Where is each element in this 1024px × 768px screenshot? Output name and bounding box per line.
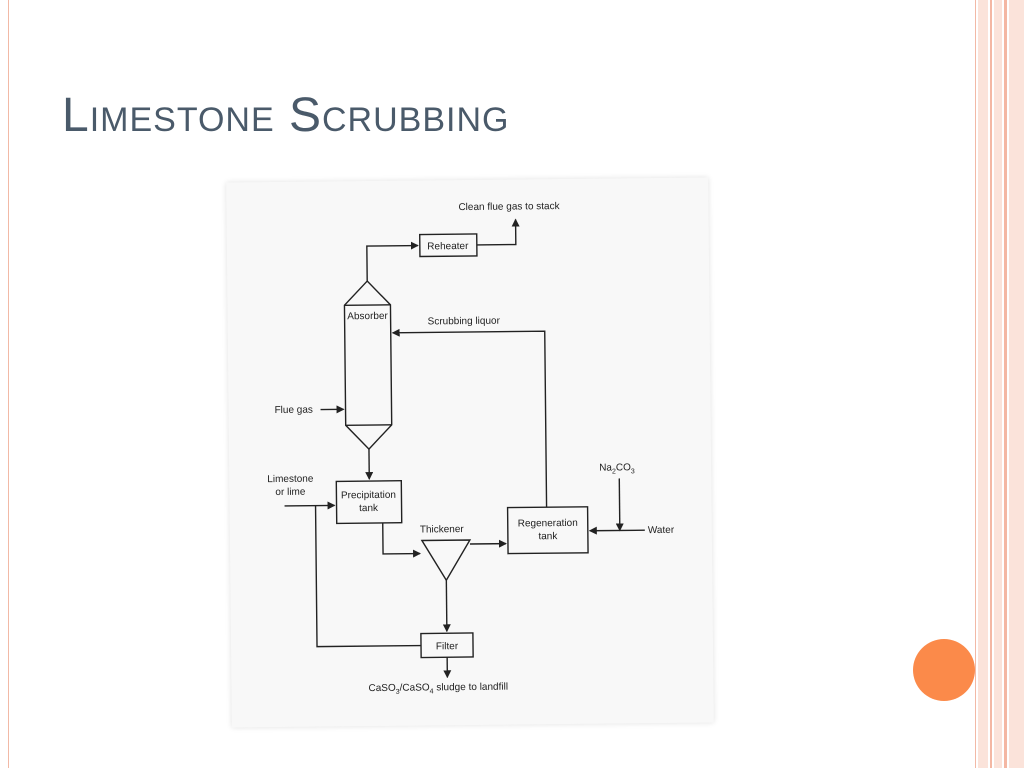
flow-absorber-to-reheater [366,241,419,282]
label-clean-flue-gas: Clean flue gas to stack [458,201,560,213]
orange-decor-circle [913,639,975,701]
label-thickener: Thickener [420,524,465,535]
label-regeneration: Regeneration [518,518,578,530]
decor-stripe [990,0,992,768]
flow-na2co3-in [615,478,624,532]
precipitation-tank-box [335,480,403,525]
reheater-box [419,233,478,258]
process-flow-diagram: Clean flue gas to stack Reheater Absorbe… [267,201,675,696]
flow-water-in [588,526,645,535]
label-precipitation-tank: tank [359,503,379,514]
flow-precip-to-thickener [382,522,422,558]
label-regeneration-tank: tank [538,531,558,542]
decor-stripe [1009,0,1024,768]
label-flue-gas: Flue gas [274,405,312,416]
decor-stripe [978,0,988,768]
label-na2co3: Na2CO3 [599,462,635,475]
flow-thickener-to-filter [442,580,451,633]
label-water: Water [648,525,675,536]
label-scrubbing-liquor: Scrubbing liquor [428,316,501,328]
label-or-lime: or lime [275,487,306,498]
label-limestone: Limestone [267,474,314,485]
label-absorber: Absorber [347,311,388,322]
regeneration-tank-box [506,506,589,555]
slide-title: Limestone Scrubbing [62,89,510,142]
label-filter: Filter [436,641,459,652]
flow-filter-recycle [314,505,422,648]
decor-stripe [994,0,1002,768]
thickener-cone [420,539,472,582]
slide-frame [8,0,976,768]
label-sludge: CaSO3/CaSO4 sludge to landfill [368,682,508,696]
flow-reheater-to-stack [476,218,520,246]
absorber-vessel [343,280,393,451]
diagram-photo: Clean flue gas to stack Reheater Absorbe… [226,177,714,728]
label-reheater: Reheater [427,241,469,252]
decor-stripe [1004,0,1007,768]
flow-scrubbing-liquor [391,328,548,508]
label-precipitation: Precipitation [341,490,396,502]
flow-limestone-in [284,501,336,510]
